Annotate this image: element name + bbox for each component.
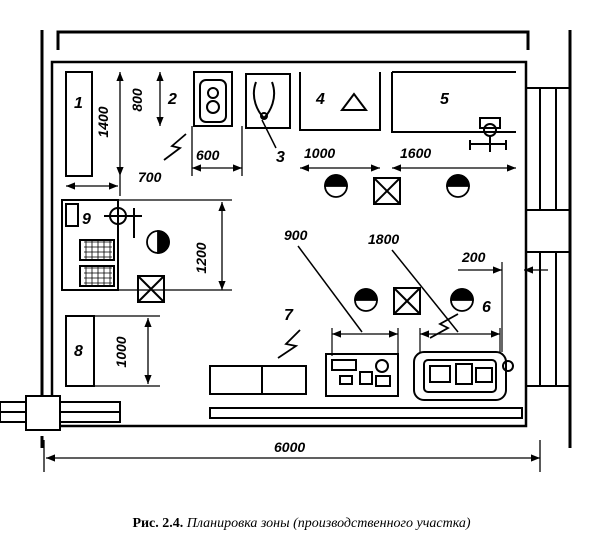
zone-1-number: 1: [74, 95, 83, 112]
zone-2-number: 2: [167, 91, 177, 108]
dim-1000-left: 1000: [113, 336, 129, 367]
zone-2-sink: [193, 71, 233, 127]
dim-800: 800: [129, 88, 145, 112]
zone-8-cabinet: [65, 315, 160, 387]
zone-9-number: 9: [82, 211, 91, 228]
zone-6-number: 6: [482, 299, 491, 316]
bench: [209, 365, 523, 419]
floor-plan: 1 1400 2 800 3 4 1000 5 1600: [0, 30, 572, 472]
dim-1400: 1400: [95, 106, 111, 137]
zone-4-area: [299, 72, 381, 131]
zone-1-rack: [65, 71, 93, 177]
zone-5-area: [391, 71, 516, 152]
caption-prefix: Рис. 2.4.: [132, 516, 184, 531]
window-upper: [525, 87, 571, 211]
dim-200: 200: [461, 249, 486, 265]
caption-text: Планировка зоны (производственного участ…: [186, 516, 471, 531]
dim-1600: 1600: [400, 145, 431, 161]
power-outlet-icon: [163, 133, 459, 359]
zone-4-number: 4: [315, 91, 325, 108]
window-lower: [525, 251, 571, 387]
leader-1800: [391, 249, 459, 333]
dim-6000: 6000: [274, 439, 305, 455]
zone-7-number: 7: [284, 307, 294, 324]
column-cross-icon: [137, 177, 421, 315]
zone-9-workbench: [61, 199, 232, 291]
leader-900: [297, 245, 363, 333]
ceiling-lamp-icon: [146, 174, 474, 312]
dim-1000-top: 1000: [304, 145, 335, 161]
dim-600: 600: [196, 147, 220, 163]
zone-3-number: 3: [276, 149, 285, 166]
top-dimension-lines: [43, 72, 548, 472]
figure-caption: Рис. 2.4. Планировка зоны (производствен…: [0, 516, 603, 532]
zone-5-number: 5: [440, 91, 450, 108]
entrance-door: [0, 395, 121, 431]
dim-1800: 1800: [368, 231, 399, 247]
dim-700: 700: [138, 169, 162, 185]
zone-3-washbasin: [245, 73, 291, 129]
dim-900: 900: [284, 227, 308, 243]
zone-7-machine: [325, 328, 399, 397]
dim-1200: 1200: [193, 242, 209, 273]
zone-8-number: 8: [74, 343, 83, 360]
zone-6-lift: [413, 262, 514, 401]
